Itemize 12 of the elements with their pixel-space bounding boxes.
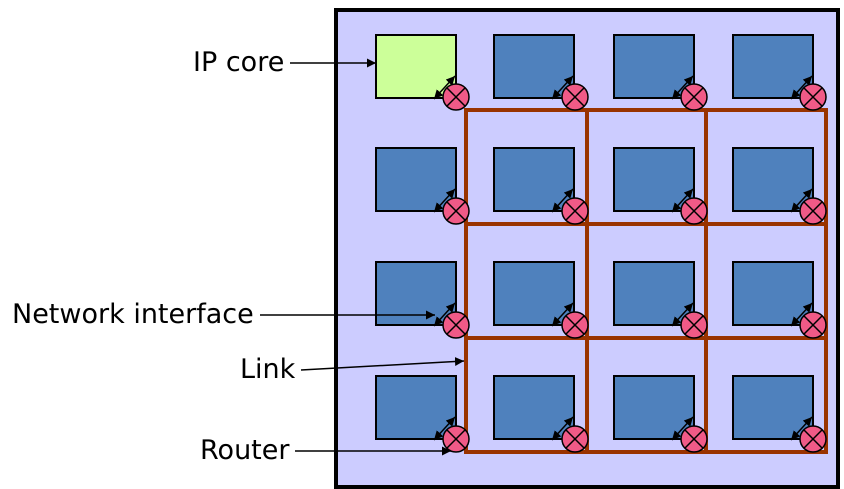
part-label: Link <box>240 354 296 386</box>
leader-line <box>295 446 451 456</box>
ip-core-block <box>375 34 457 99</box>
leader-line <box>260 310 435 320</box>
leader-line <box>300 357 464 371</box>
router-symbol <box>442 425 470 453</box>
mesh-links <box>464 108 828 454</box>
part-label: Router <box>200 435 290 467</box>
part-label: IP core <box>193 47 284 79</box>
double-arrow <box>433 302 456 326</box>
part-label: Network interface <box>12 299 254 331</box>
leader-line <box>290 58 376 68</box>
